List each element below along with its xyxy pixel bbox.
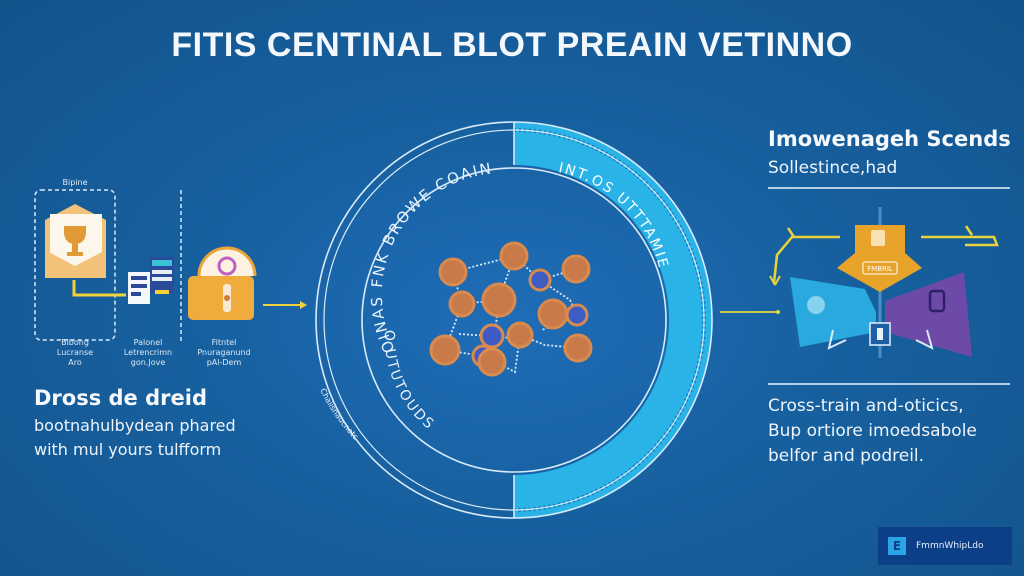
- coin-node: [506, 321, 534, 349]
- left-body-line: bootnahulbydean phared: [34, 416, 236, 435]
- trophy-envelope-icon: [45, 204, 106, 278]
- brand-badge[interactable]: E FmmnWhipLdo: [878, 527, 1012, 565]
- highlight-segment: [514, 122, 712, 518]
- page-title: FITIS CENTINAL BLOT PREAIN VETINNO: [171, 26, 853, 64]
- left-body-line: with mul yours tulfform: [34, 440, 222, 459]
- coin-network: [429, 241, 593, 377]
- coin-node: [429, 334, 461, 366]
- right-body-line: Bup ortiore imoedsabole: [768, 421, 977, 441]
- right-body-line: belfor and podreil.: [768, 446, 925, 466]
- ring-text-bottom: O UTUTOUDS: [381, 330, 438, 434]
- right-body: Cross-train and-oticics, Bup ortiore imo…: [768, 394, 977, 469]
- coin-node: [499, 241, 529, 271]
- coin-node: [477, 347, 507, 377]
- coin-node: [448, 290, 476, 318]
- right-body-line: Cross-train and-oticics,: [768, 396, 964, 416]
- bag-icon: [188, 246, 257, 320]
- left-heading: Dross de dreid: [34, 386, 207, 410]
- coin-node: [537, 298, 569, 330]
- brand-logo-icon: E: [888, 537, 906, 555]
- documents-icon: [128, 257, 174, 304]
- platform-diagram: FMBRIL: [720, 207, 999, 358]
- coin-node: [561, 254, 591, 284]
- right-subheading: Sollestince,had: [768, 158, 898, 178]
- divider-bottom: [768, 383, 1010, 385]
- box-caption: Bipine: [62, 178, 88, 187]
- blockchain-ring-diagram: [315, 121, 713, 519]
- node-blue: [479, 323, 505, 349]
- right-heading: Imowenageh Scends: [768, 127, 1011, 151]
- node-blue: [528, 268, 552, 292]
- brand-name: FmmnWhipLdo: [916, 541, 984, 551]
- arrow-head-icon: [300, 301, 307, 309]
- coin-node: [481, 282, 517, 318]
- node-blue: [565, 303, 589, 327]
- left-body: bootnahulbydean phared with mul yours tu…: [34, 414, 236, 462]
- coin-node: [438, 257, 468, 287]
- center-box-label: FMBRIL: [867, 265, 893, 273]
- connector-arrow: [72, 280, 126, 297]
- ring-text-left: OINAS FNK BROWE COAIN: [368, 159, 494, 356]
- coin-node: [563, 333, 593, 363]
- divider-top: [768, 187, 1010, 189]
